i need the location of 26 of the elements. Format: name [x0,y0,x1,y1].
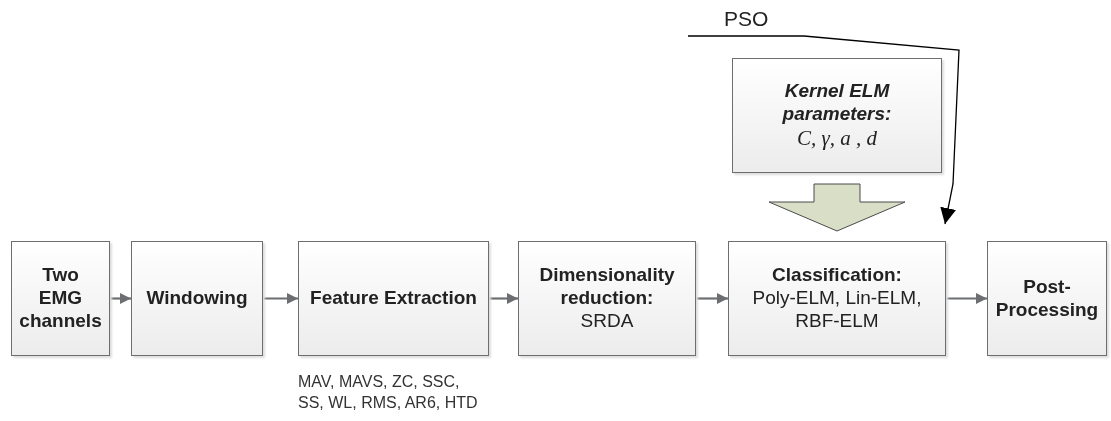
box-text: C, γ, a , d [796,125,877,151]
arrow [263,293,298,304]
box-title: Classification: [772,264,902,288]
box-title: Dimensionality reduction: [538,264,676,310]
feature-list: MAV, MAVS, ZC, SSC, SS, WL, RMS, AR6, HTD [298,372,478,414]
process-box [987,241,1107,356]
process-box [728,241,946,356]
arrow [489,293,518,304]
box-title: Windowing [146,287,248,310]
block-arrow [768,183,906,232]
box-title: Post-Processing [994,275,1100,322]
arrow [110,293,131,304]
box-text: SRDA [580,309,634,333]
process-box [518,241,696,356]
box-title: Two EMG channels [19,264,102,333]
arrow [946,293,987,304]
process-box [298,241,489,356]
parameter-box [732,58,942,173]
box-title: Feature Extraction [310,287,477,310]
optimization-arrow [687,35,960,225]
box-text: Poly-ELM, Lin-ELM, RBF-ELM [751,287,923,333]
arrow [696,293,728,304]
process-box [11,241,110,356]
box-title: Kernel ELM parameters: [781,80,893,126]
method-label: PSO [724,6,769,32]
process-box [131,241,263,356]
